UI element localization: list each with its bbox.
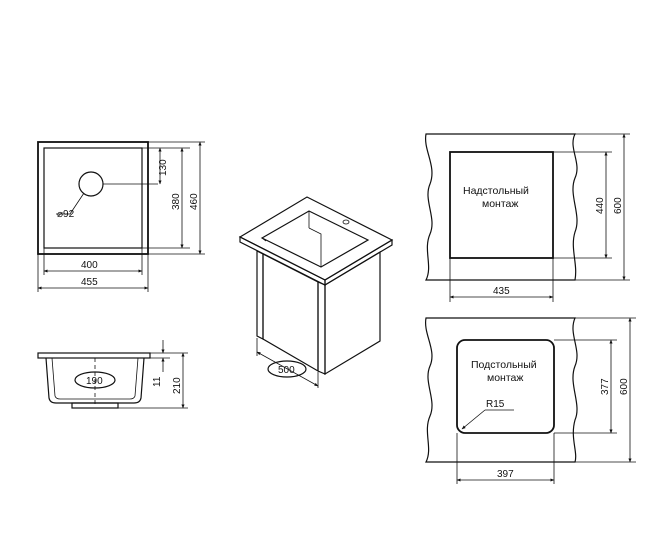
cabinet-side-panel — [262, 253, 319, 373]
iso-view: 500 — [238, 196, 394, 388]
dim-130: 130 — [158, 159, 169, 176]
hole-diameter-label: ⌀92 — [57, 209, 75, 220]
cabinet-front-panel — [317, 281, 326, 375]
dim-377: 377 — [600, 378, 611, 395]
undermount-label-1: Подстольный — [471, 359, 537, 371]
sink-undermount-rect — [456, 339, 555, 434]
sink-bowl-inner — [43, 147, 143, 249]
sink-rim — [37, 352, 151, 359]
dim-500: 500 — [278, 365, 295, 376]
dim-190: 190 — [86, 376, 103, 387]
overmount-label-1: Надстольный — [463, 185, 529, 197]
dim-210: 210 — [172, 377, 183, 394]
dim-400: 400 — [81, 260, 98, 271]
undermount-label-2: монтаж — [487, 372, 523, 384]
overmount-label-2: монтаж — [482, 198, 518, 210]
dim-435: 435 — [493, 286, 510, 297]
dim-455: 455 — [81, 277, 98, 288]
dim-190-bubble — [74, 371, 116, 389]
sink-outline-outer — [37, 141, 149, 255]
dim-500-bubble — [267, 360, 307, 378]
dim-397: 397 — [497, 469, 514, 480]
sink-overmount-rect — [449, 151, 554, 259]
dim-600-over: 600 — [613, 197, 624, 214]
sink-opening — [260, 210, 370, 268]
drain-hole — [78, 171, 104, 197]
tap-hole — [342, 219, 350, 225]
undermount-view: Подстольный монтаж R15 377 600 397 — [424, 317, 636, 484]
side-view: 190 11 210 — [37, 340, 188, 409]
cabinet-left-panel — [256, 250, 264, 340]
top-view: ⌀92 130 380 460 400 455 — [37, 141, 205, 292]
dim-11: 11 — [152, 376, 163, 387]
dim-380: 380 — [171, 193, 182, 210]
dim-600-under: 600 — [619, 378, 630, 395]
overmount-view: Надстольный монтаж 440 600 435 — [424, 133, 630, 302]
dim-460: 460 — [189, 193, 200, 210]
radius-label: R15 — [486, 399, 505, 410]
dim-440: 440 — [595, 197, 606, 214]
